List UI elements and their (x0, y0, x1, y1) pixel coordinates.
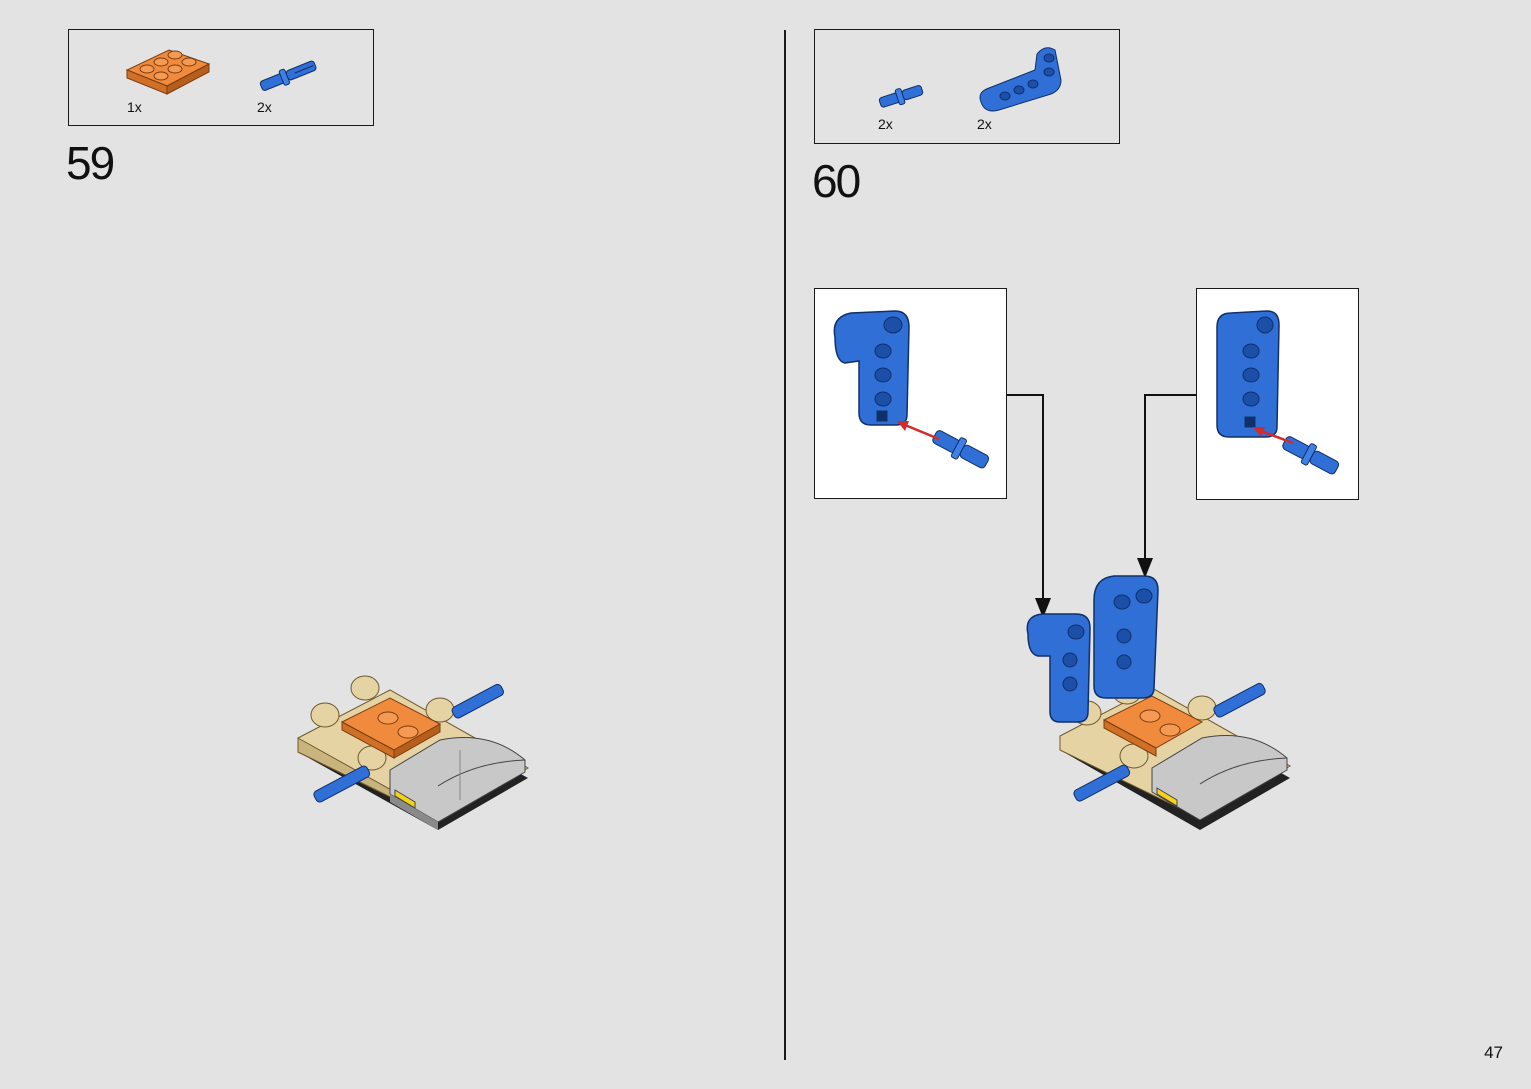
blue-pin-icon (878, 85, 924, 108)
sub-assembly-callout-left (814, 288, 1007, 499)
blue-l-beam-icon (833, 310, 910, 426)
blue-axle-pin-icon (259, 60, 317, 91)
step-60-assembly-illustration (1026, 575, 1292, 830)
blue-l-beam-icon (1216, 310, 1280, 438)
part-qty: 2x (257, 99, 272, 115)
step-59-parts-list: 1x 2x (68, 29, 374, 126)
step-59-assembly-illustration (297, 675, 530, 830)
blue-l-beam-icon (979, 47, 1062, 112)
step-60-parts-list: 2x 2x (814, 29, 1120, 144)
part-qty: 2x (977, 116, 992, 132)
step-number: 60 (812, 155, 861, 207)
page-divider (784, 30, 786, 1060)
insert-arrow-icon (1253, 427, 1294, 445)
part-qty: 1x (127, 99, 142, 115)
sub-assembly-callout-right (1196, 288, 1359, 500)
page-number: 47 (1484, 1043, 1503, 1062)
insert-arrow-icon (897, 421, 940, 441)
orange-plate-2x3-icon (125, 49, 211, 95)
blue-pin-icon (932, 430, 990, 469)
step-number: 59 (66, 137, 115, 189)
part-qty: 2x (878, 116, 893, 132)
